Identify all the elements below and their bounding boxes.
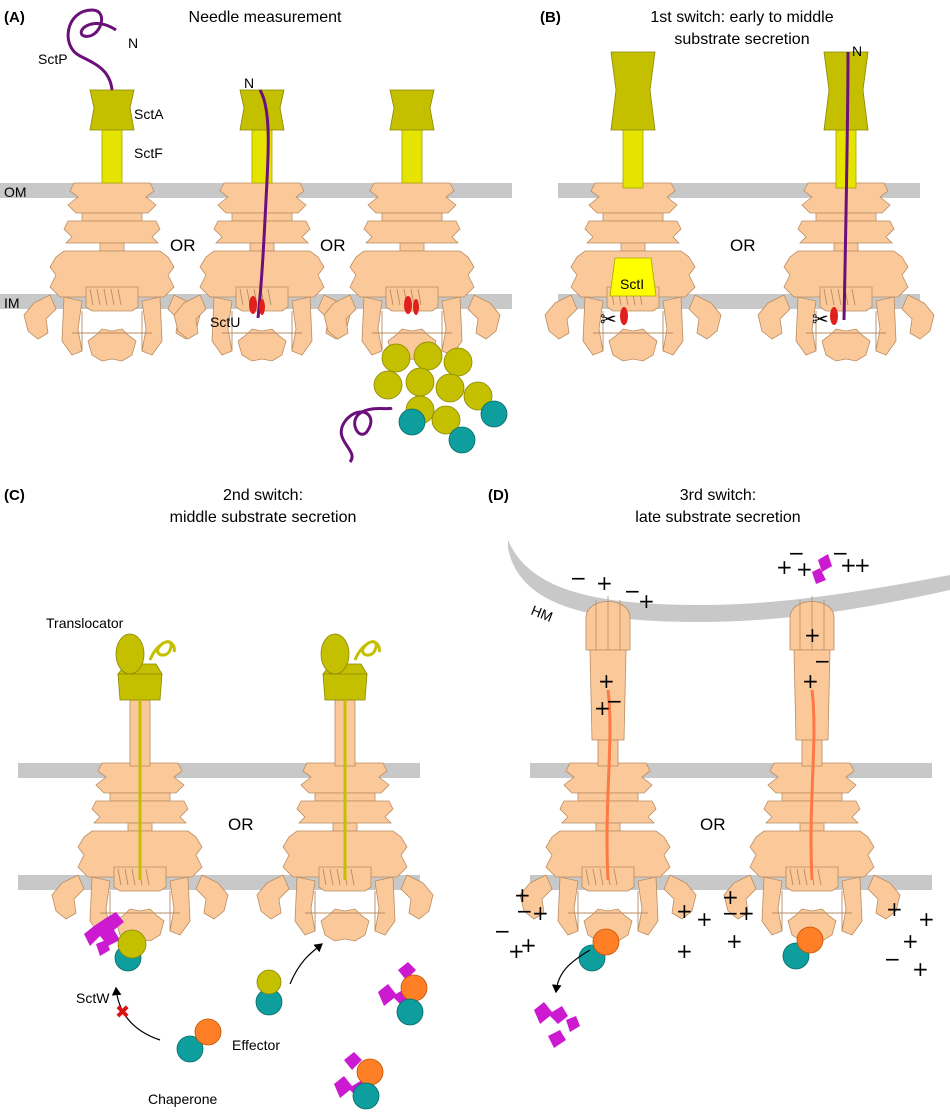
or-label: OR xyxy=(320,236,346,255)
svg-text:−: − xyxy=(516,899,533,923)
injectisome-c2 xyxy=(257,634,433,941)
sctw-label: SctW xyxy=(76,990,110,1006)
svg-text:+: + xyxy=(804,623,821,647)
svg-text:+: + xyxy=(902,929,919,953)
panel-d: (D) 3rd switch: late substrate secretion… xyxy=(488,487,950,1048)
scissors-icon: ✂ xyxy=(600,307,617,331)
secretion-arrow xyxy=(290,944,322,984)
needle-tip-scta xyxy=(90,90,134,130)
panel-b-letter: (B) xyxy=(540,9,561,26)
panel-a-letter: (A) xyxy=(4,9,25,26)
injectisome-d1: − + − + + − + xyxy=(520,566,696,1048)
svg-text:+: + xyxy=(638,589,655,613)
sctw-released xyxy=(534,1002,580,1048)
charge-plus: − xyxy=(570,566,587,590)
sctp-ruler xyxy=(68,10,116,90)
injectisome-a2: N SctU xyxy=(174,75,350,361)
panel-a: (A) Needle measurement OM IM N SctP SctA… xyxy=(0,9,512,462)
panel-b-title-line1: 1st switch: early to middle xyxy=(650,9,833,26)
svg-text:−: − xyxy=(884,947,901,971)
secretion-substrates xyxy=(374,342,492,434)
n-terminus-label: N xyxy=(244,75,254,91)
injectisome-b2: N ✂ xyxy=(758,43,934,361)
hm-label: HM xyxy=(529,602,555,625)
svg-text:+: + xyxy=(520,933,537,957)
svg-text:+: + xyxy=(918,907,935,931)
sctu-cleavage xyxy=(249,296,257,314)
panel-c-title-line1: 2nd switch: xyxy=(223,487,303,504)
or-label: OR xyxy=(700,815,726,834)
svg-text:+: + xyxy=(726,929,743,953)
scissors-icon: ✂ xyxy=(812,307,829,331)
panel-c-letter: (C) xyxy=(4,487,25,504)
sctu-label: SctU xyxy=(210,314,240,330)
svg-text:+: + xyxy=(854,553,871,577)
im-label: IM xyxy=(4,295,20,311)
svg-text:+: + xyxy=(776,555,793,579)
svg-text:+: + xyxy=(738,901,755,925)
svg-text:+: + xyxy=(802,669,819,693)
secreted-sctp xyxy=(341,408,392,462)
scti-label: SctI xyxy=(620,276,644,292)
chaperone-label: Chaperone xyxy=(148,1091,217,1107)
sctf-label: SctF xyxy=(134,145,163,161)
red-cross-icon: ✖ xyxy=(115,1002,130,1023)
svg-text:+: + xyxy=(886,897,903,921)
n-terminus-label: N xyxy=(852,43,862,59)
svg-text:+: + xyxy=(594,696,611,720)
svg-text:+: + xyxy=(676,899,693,923)
om-label: OM xyxy=(4,184,27,200)
panel-b: (B) 1st switch: early to middle substrat… xyxy=(540,9,934,361)
effector xyxy=(195,1019,221,1045)
panel-d-letter: (D) xyxy=(488,487,509,504)
svg-text:+: + xyxy=(796,557,813,581)
panel-d-title-line1: 3rd switch: xyxy=(680,487,756,504)
svg-text:+: + xyxy=(696,907,713,931)
n-terminus-label: N xyxy=(128,35,138,51)
scta-label: SctA xyxy=(134,106,164,122)
sctp-label: SctP xyxy=(38,51,68,67)
panel-c-title-line2: middle substrate secretion xyxy=(170,509,357,526)
translocator-label: Translocator xyxy=(46,615,124,631)
svg-text:−: − xyxy=(722,901,739,925)
svg-text:+: + xyxy=(596,571,613,595)
panel-d-title-line2: late substrate secretion xyxy=(635,509,800,526)
or-label: OR xyxy=(228,815,254,834)
injectisome-b1: SctI ✂ xyxy=(545,52,721,361)
needle-sctf xyxy=(102,128,122,183)
svg-text:+: + xyxy=(676,939,693,963)
svg-text:+: + xyxy=(532,901,549,925)
injectisome-c1: SctW xyxy=(52,634,228,1006)
or-label: OR xyxy=(730,236,756,255)
panel-c: (C) 2nd switch: middle substrate secreti… xyxy=(4,487,433,1109)
or-label: OR xyxy=(170,236,196,255)
svg-text:+: + xyxy=(912,957,929,981)
injectisome-a3 xyxy=(324,90,507,462)
translocator xyxy=(116,634,144,674)
effector-label: Effector xyxy=(232,1037,280,1053)
panel-b-title-line2: substrate secretion xyxy=(674,31,809,48)
panel-a-title: Needle measurement xyxy=(189,9,343,26)
